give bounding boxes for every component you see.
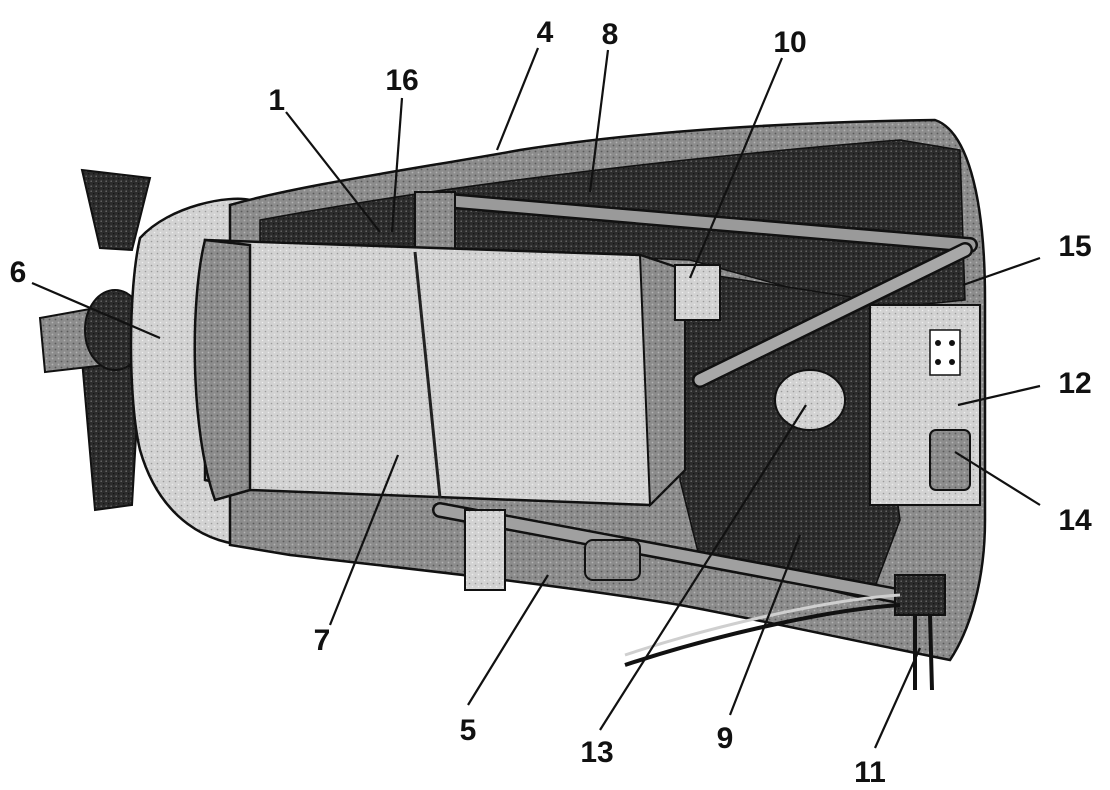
- callout-16: 16: [385, 64, 418, 97]
- leader-13: [599, 404, 807, 731]
- nacelle-artwork: [38, 118, 987, 691]
- leader-6: [31, 281, 161, 340]
- leader-10: [688, 57, 784, 279]
- leader-12: [957, 384, 1041, 407]
- callout-6: 6: [10, 256, 27, 289]
- callout-7: 7: [314, 624, 331, 657]
- leader-15: [962, 256, 1041, 287]
- callout-4: 4: [537, 16, 554, 49]
- leader-16: [390, 97, 404, 233]
- callout-8: 8: [602, 18, 619, 51]
- callout-11: 11: [854, 756, 886, 789]
- leader-11: [873, 647, 922, 749]
- callout-10: 10: [773, 26, 806, 59]
- callout-13: 13: [580, 736, 613, 769]
- callout-labels: 1 4 5 6 7 8 9 10 11 12 13 14 15 16: [10, 16, 1092, 789]
- electrical-panel: [869, 304, 981, 506]
- callout-5: 5: [460, 714, 477, 747]
- callout-14: 14: [1058, 504, 1092, 537]
- callout-15: 15: [1058, 230, 1091, 263]
- leader-5: [467, 574, 549, 706]
- leader-1: [285, 111, 381, 233]
- callout-1: 1: [268, 84, 285, 117]
- leader-lines: [31, 47, 1041, 749]
- main-housing: [193, 238, 687, 508]
- propeller: [38, 168, 152, 512]
- leader-9: [728, 534, 802, 716]
- callout-12: 12: [1058, 367, 1091, 400]
- leader-7: [328, 454, 400, 626]
- leader-8: [588, 49, 610, 193]
- leader-4: [495, 47, 540, 151]
- callout-9: 9: [717, 722, 734, 755]
- leader-14: [954, 451, 1041, 506]
